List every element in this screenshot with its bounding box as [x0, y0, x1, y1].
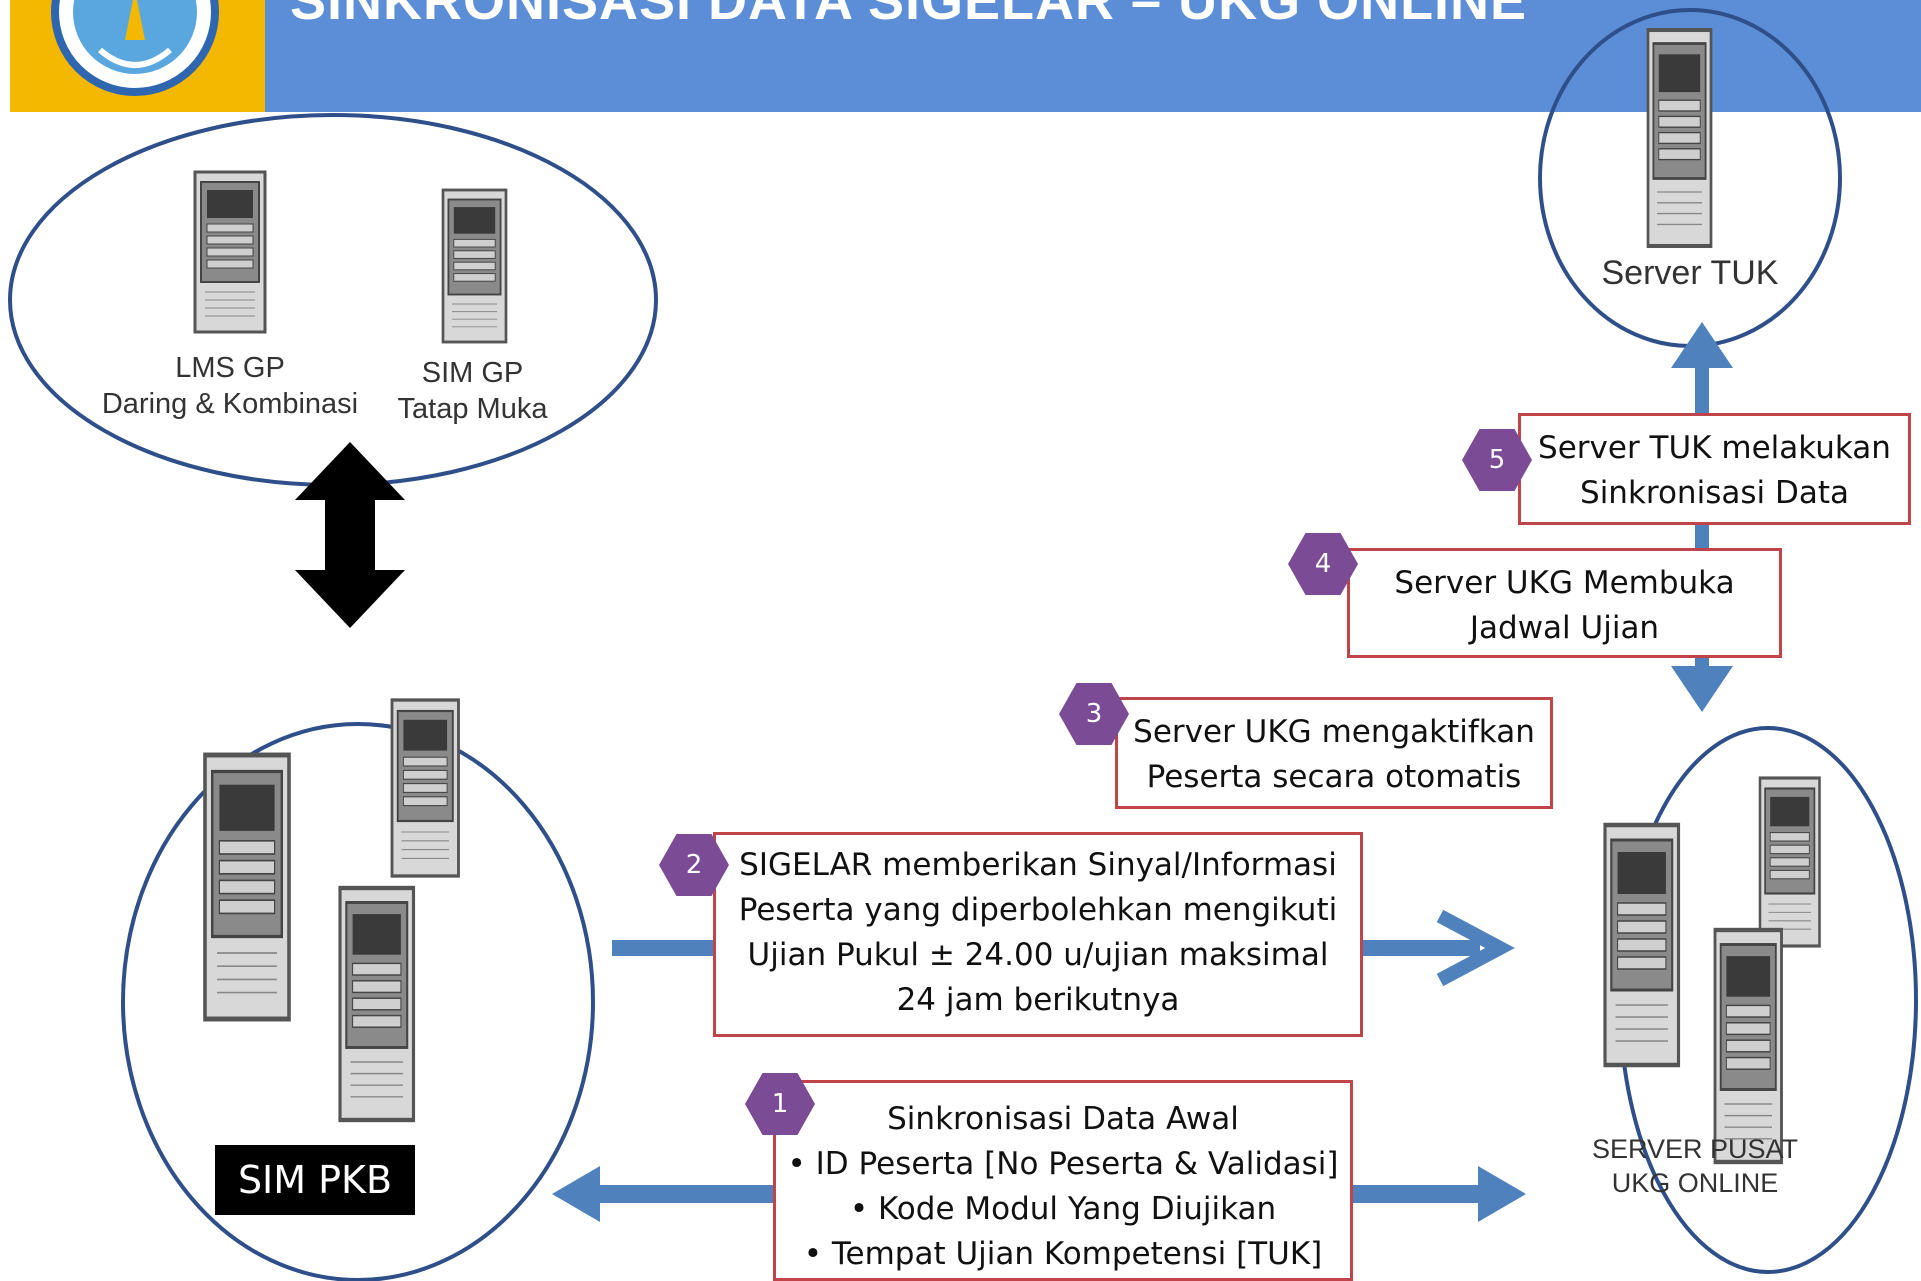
step-4-box: Server UKG Membuka Jadwal Ujian [1347, 548, 1782, 658]
sim-pkb-server-icon-2 [390, 698, 461, 878]
step-4-line1: Server UKG Membuka [1394, 565, 1735, 601]
sim-pkb-server-icon-1 [205, 755, 289, 1019]
lms-label-line1: LMS GP [175, 352, 285, 384]
step-1-line1: Sinkronisasi Data Awal [887, 1101, 1239, 1137]
lms-server-icon [193, 170, 267, 334]
tuk-label: Server TUK [1575, 252, 1805, 295]
pusat-server-icon-2 [1758, 776, 1822, 948]
step-1-line3: • Kode Modul Yang Diujikan [849, 1190, 1277, 1227]
step-1-badge: 1 [745, 1073, 815, 1135]
pusat-server-icon-3 [1715, 930, 1782, 1162]
arrow-step1-left-shaft [600, 1185, 777, 1203]
step-3-line2: Peserta secara otomatis [1146, 758, 1522, 795]
lms-label-line2: Daring & Kombinasi [101, 388, 359, 421]
title-bar [10, 0, 1921, 112]
arrow-left-icon [552, 1166, 600, 1222]
pusat-server-icon-1 [1605, 825, 1679, 1065]
pusat-label: SERVER PUSAT UKG ONLINE [1560, 1133, 1830, 1201]
pusat-label-line2: UKG ONLINE [1611, 1167, 1779, 1198]
step-2-box: SIGELAR memberikan Sinyal/Informasi Pese… [713, 832, 1363, 1037]
arrow-down-icon [1671, 666, 1733, 712]
arrow-step2-left-shaft [612, 940, 717, 956]
step-1-box: Sinkronisasi Data Awal • ID Peserta [No … [773, 1080, 1353, 1281]
page-title: SINKRONISASI DATA SIGELAR – UKG ONLINE [290, 0, 1528, 31]
step-2-line2: Peserta yang diperbolehkan mengikuti [738, 891, 1338, 928]
sim-pkb-cluster [121, 722, 595, 1281]
step-5-box: Server TUK melakukan Sinkronisasi Data [1518, 413, 1911, 525]
sim-pkb-label: SIM PKB [215, 1145, 415, 1215]
tuk-label-text: Server TUK [1601, 254, 1779, 292]
arrow-step2-right-shaft [1360, 940, 1480, 956]
sim-pkb-server-icon-3 [340, 888, 414, 1120]
step-2-line3: Ujian Pukul ± 24.00 u/ujian maksimal [747, 936, 1329, 973]
step-2-line1: SIGELAR memberikan Sinyal/Informasi [739, 847, 1337, 883]
double-arrow-icon [295, 442, 405, 628]
logo-panel [10, 0, 265, 112]
arrow-step2-head-icon [1436, 909, 1515, 987]
arrow-up-icon [1671, 322, 1733, 368]
pusat-label-line1: SERVER PUSAT [1591, 1134, 1799, 1164]
arrow-step1-right-shaft [1350, 1185, 1478, 1203]
tuk-server-icon [1648, 30, 1711, 246]
step-1-line4: • Tempat Ujian Kompetensi [TUK] [803, 1235, 1323, 1272]
arrow-right-icon [1478, 1166, 1526, 1222]
step-5-line1: Server TUK melakukan [1538, 430, 1891, 466]
step-1-line2: • ID Peserta [No Peserta & Validasi] [787, 1145, 1339, 1182]
step-2-line4: 24 jam berikutnya [896, 981, 1180, 1018]
step-5-line2: Sinkronisasi Data [1580, 474, 1849, 511]
tut-wuri-logo-icon [51, 0, 219, 96]
step-2-badge: 2 [659, 834, 729, 896]
sim-gp-label: SIM GP Tatap Muka [385, 355, 560, 428]
sim-gp-label-line1: SIM GP [421, 357, 524, 389]
sim-gp-label-line2: Tatap Muka [397, 393, 548, 426]
step-3-box: Server UKG mengaktifkan Peserta secara o… [1115, 697, 1553, 809]
sim-gp-server-icon [441, 188, 508, 344]
step-4-line2: Jadwal Ujian [1469, 609, 1660, 646]
step-3-line1: Server UKG mengaktifkan [1133, 714, 1535, 750]
lms-sim-gp-cluster [8, 113, 658, 487]
lms-label: LMS GP Daring & Kombinasi [85, 350, 375, 423]
